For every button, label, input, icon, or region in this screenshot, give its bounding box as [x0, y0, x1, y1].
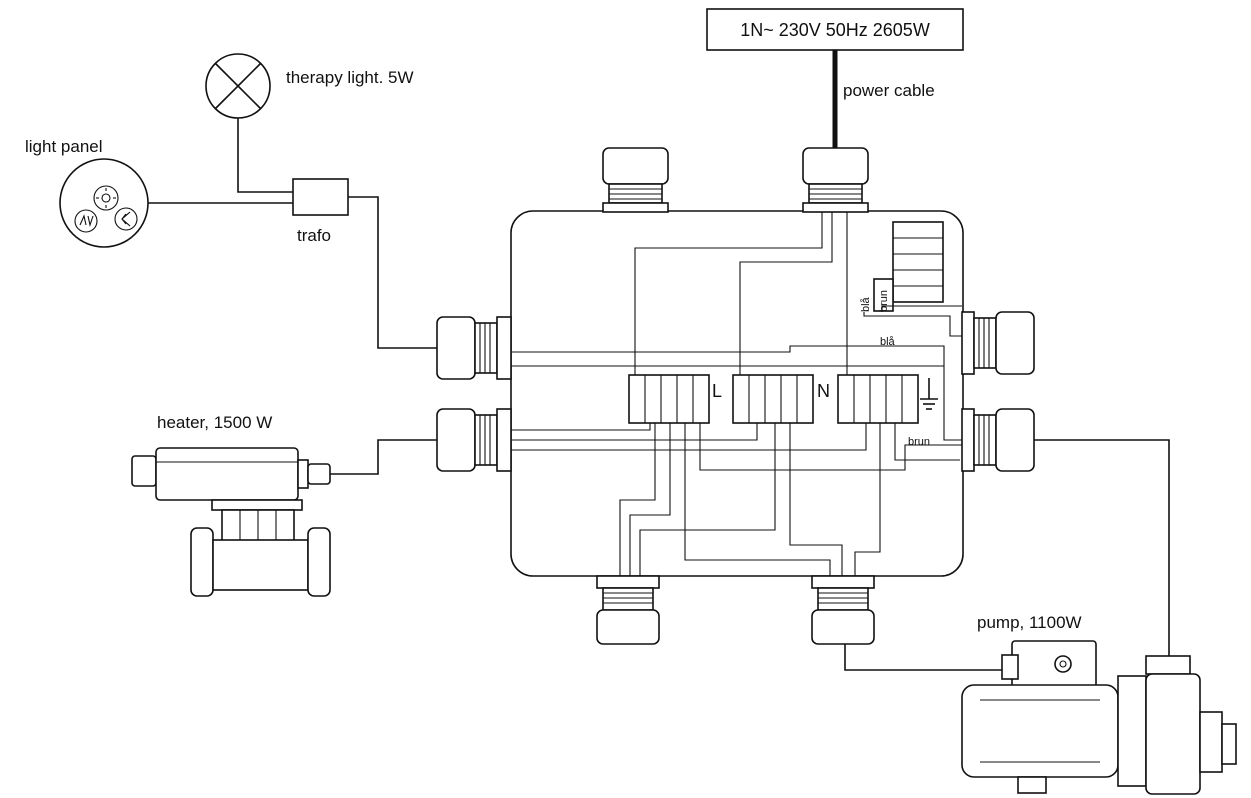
- heater-icon: [131, 447, 331, 597]
- heater-label: heater, 1500 W: [157, 413, 272, 432]
- heater-wire: [330, 439, 437, 475]
- wire-label-brun-short: brun: [878, 290, 890, 312]
- terminal-label-neutral: N: [817, 381, 830, 401]
- trafo-output-wire: [348, 196, 437, 349]
- terminal-block-earth: [837, 374, 919, 424]
- gland-top-left: [602, 147, 669, 213]
- trafo-label: trafo: [297, 226, 331, 245]
- light-panel-icon: [59, 158, 149, 248]
- terminal-block-live: [628, 374, 710, 424]
- light-panel-label: light panel: [25, 137, 103, 156]
- terminal-block-neutral: [732, 374, 814, 424]
- gland-top-power: [802, 147, 869, 213]
- therapy-light-wire: [237, 118, 293, 193]
- relay-block: [873, 221, 944, 312]
- gland-right-upper: [961, 311, 1035, 375]
- therapy-light-label: therapy light. 5W: [286, 68, 414, 87]
- gland-bottom-right: [811, 575, 875, 645]
- trafo-box: [292, 178, 349, 216]
- therapy-light-icon: [205, 53, 271, 119]
- pump-label: pump, 1100W: [977, 613, 1082, 632]
- pump-wire-right: [1034, 439, 1170, 656]
- internal-wiring: [511, 212, 962, 576]
- terminal-label-live: L: [712, 381, 722, 401]
- pump-wire-left: [844, 644, 1010, 671]
- earth-icon: [920, 378, 938, 410]
- supply-rating-box: 1N~ 230V 50Hz 2605W: [706, 8, 964, 51]
- wire-label-bla-short: blå: [860, 296, 872, 312]
- wire-label-brun: brun: [908, 436, 930, 448]
- pump-icon: [961, 640, 1237, 795]
- gland-right-lower: [961, 408, 1035, 472]
- power-cable-label: power cable: [843, 81, 935, 100]
- gland-left-lower: [436, 408, 512, 472]
- gland-bottom-left: [596, 575, 660, 645]
- supply-rating-label: 1N~ 230V 50Hz 2605W: [740, 20, 930, 40]
- gland-left-upper: [436, 316, 512, 380]
- wire-label-bla: blå: [880, 336, 896, 348]
